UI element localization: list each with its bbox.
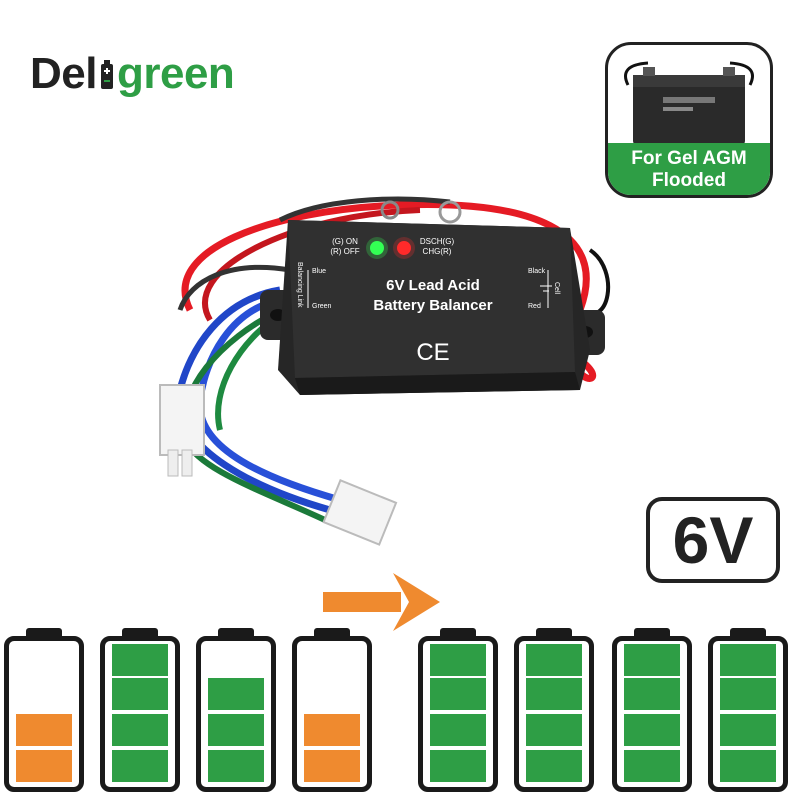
battery-charge-segment — [304, 750, 360, 782]
led-discharge-label: DSCH(G) — [420, 237, 455, 246]
battery-charge-segment — [526, 750, 582, 782]
wire-green-label: Green — [312, 303, 332, 310]
battery-body — [514, 636, 594, 792]
battery-terminal — [26, 628, 62, 638]
battery-charge-segment — [112, 644, 168, 676]
wire-black-label: Black — [528, 268, 546, 275]
compatibility-band: For Gel AGM Flooded — [608, 143, 770, 195]
battery-charge-segment — [526, 644, 582, 676]
battery-terminal — [440, 628, 476, 638]
battery-charge-segment — [430, 714, 486, 746]
battery-body — [418, 636, 498, 792]
battery-charge-segment — [624, 678, 680, 710]
battery-charge-segment — [430, 644, 486, 676]
device-title-line-1: 6V Lead Acid — [386, 277, 480, 294]
battery-body — [100, 636, 180, 792]
led-status-off-label: (R) OFF — [330, 247, 359, 256]
battery-terminal — [122, 628, 158, 638]
battery-charge-segment — [624, 750, 680, 782]
battery-charge-segment — [526, 678, 582, 710]
battery-icon — [196, 628, 276, 794]
battery-charge-segment — [430, 750, 486, 782]
battery-icon — [4, 628, 84, 794]
logo-text-prefix: Del — [30, 49, 97, 98]
compatibility-badge: For Gel AGM Flooded — [605, 42, 773, 198]
battery-charge-segment — [624, 644, 680, 676]
device-title-line-2: Battery Balancer — [373, 297, 492, 314]
voltage-label: 6V — [646, 497, 780, 583]
battery-charge-segment — [720, 678, 776, 710]
battery-charge-segment — [304, 714, 360, 746]
battery-charge-segment — [208, 678, 264, 710]
battery-charge-segment — [16, 714, 72, 746]
balancing-link-label: Balancing Link — [296, 262, 303, 308]
battery-charge-segment — [208, 714, 264, 746]
battery-icon — [708, 628, 788, 794]
battery-charge-segment — [112, 750, 168, 782]
battery-icon — [612, 628, 692, 794]
led-charge-label: CHG(R) — [423, 247, 452, 256]
brand-logo: Del green — [30, 49, 235, 98]
wire-red-label: Red — [528, 303, 541, 310]
battery-body — [612, 636, 692, 792]
battery-terminal — [314, 628, 350, 638]
battery-icon — [418, 628, 498, 794]
battery-charge-segment — [720, 644, 776, 676]
battery-charge-segment — [430, 678, 486, 710]
badge-line-1: For Gel AGM — [631, 148, 747, 169]
cell-label: Cell — [553, 282, 560, 295]
battery-charge-segment — [208, 750, 264, 782]
battery-body — [708, 636, 788, 792]
battery-icon — [100, 628, 180, 794]
battery-charge-segment — [112, 678, 168, 710]
battery-balancer-device: (G) ON (R) OFF DSCH(G) CHG(R) 6V Lead Ac… — [159, 196, 611, 546]
battery-terminal — [536, 628, 572, 638]
logo-text-suffix: green — [116, 49, 235, 98]
battery-charge-segment — [526, 714, 582, 746]
arrow-right-icon — [323, 573, 440, 631]
battery-body — [196, 636, 276, 792]
ce-mark: CE — [416, 339, 449, 366]
battery-body — [4, 636, 84, 792]
battery-terminal — [730, 628, 766, 638]
battery-icon — [514, 628, 594, 794]
battery-charge-segment — [16, 750, 72, 782]
badge-line-2: Flooded — [652, 170, 726, 191]
battery-body — [292, 636, 372, 792]
lead-acid-battery-image — [624, 61, 754, 145]
battery-charge-segment — [720, 714, 776, 746]
led-status-on-label: (G) ON — [332, 237, 358, 246]
battery-icon — [292, 628, 372, 794]
battery-terminal — [634, 628, 670, 638]
battery-plug-icon — [100, 60, 113, 89]
battery-charge-segment — [720, 750, 776, 782]
battery-charge-segment — [112, 714, 168, 746]
wire-blue-label: Blue — [312, 268, 326, 275]
battery-terminal — [218, 628, 254, 638]
battery-charge-segment — [624, 714, 680, 746]
